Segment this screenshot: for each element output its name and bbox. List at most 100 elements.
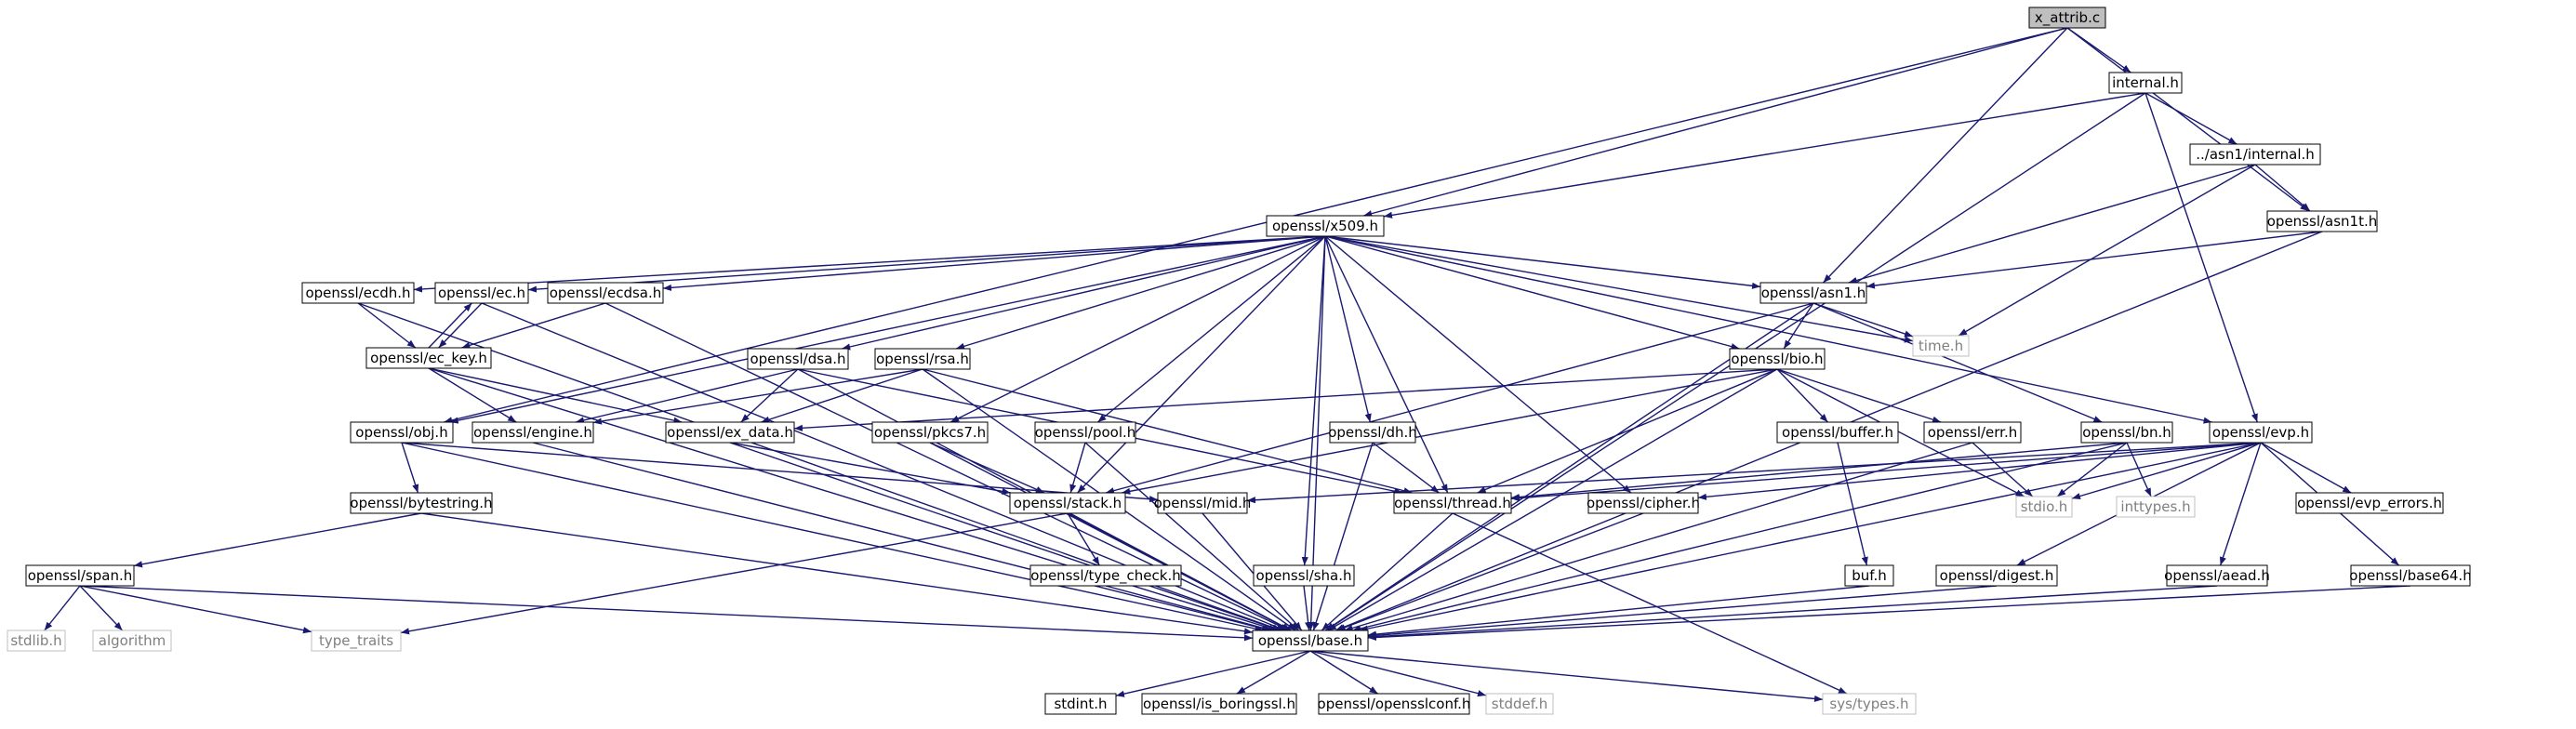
node-err-h[interactable]: openssl/err.h <box>1923 421 2022 444</box>
node-box <box>2108 72 2183 94</box>
edge-bio_h-to-buffer_h <box>1776 368 1828 423</box>
node-ec-key-h[interactable]: openssl/ec_key.h <box>365 347 492 369</box>
node-box <box>1266 215 1385 237</box>
node-box <box>1034 421 1136 444</box>
edge-err_h-to-stdio_h <box>1972 442 2034 497</box>
edge-dsa_h-to-engine_h <box>575 368 799 424</box>
node-x-attrib-c[interactable]: x_attrib.c <box>2028 7 2106 29</box>
node-x509-h[interactable]: openssl/x509.h <box>1266 215 1385 237</box>
edge-err_h-to-base_h <box>1344 442 1973 631</box>
node-label: openssl/thread.h <box>1394 495 1511 511</box>
node-box <box>1587 492 1699 514</box>
node-base-h[interactable]: openssl/base.h <box>1252 630 1369 652</box>
node-label: openssl/asn1t.h <box>2267 213 2378 230</box>
edge-evp_h-to-evp_errors_h <box>2260 442 2352 494</box>
node-asn1t-h[interactable]: openssl/asn1t.h <box>2266 210 2378 232</box>
node-cipher-h[interactable]: openssl/cipher.h <box>1587 492 1700 514</box>
node-label: stdio.h <box>2021 498 2068 515</box>
node-aead-h[interactable]: openssl/aead.h <box>2164 564 2270 587</box>
node-obj-h[interactable]: openssl/obj.h <box>350 421 454 444</box>
edge-asn1_internal_h-to-asn1_h <box>1848 164 2256 284</box>
node-label: type_traits <box>319 632 393 650</box>
node-box <box>2116 496 2196 518</box>
node-box <box>2350 564 2471 587</box>
node-label: stddef.h <box>1492 696 1547 712</box>
node-box <box>311 630 402 652</box>
node-ex-data-h[interactable]: openssl/ex_data.h <box>665 421 795 444</box>
node-label: openssl/asn1.h <box>1761 285 1866 301</box>
node-pkcs7-h[interactable]: openssl/pkcs7.h <box>871 421 989 444</box>
node-digest-h[interactable]: openssl/digest.h <box>1935 564 2058 587</box>
node-ec-h[interactable]: openssl/ec.h <box>434 282 529 304</box>
edge-ecdsa_h-to-ec_key_h <box>461 302 606 349</box>
node-label: openssl/evp_errors.h <box>2297 495 2442 512</box>
edge-x509_h-to-ec_h <box>527 235 1326 293</box>
node-label: openssl/mid.h <box>1154 495 1252 511</box>
node-buf-h[interactable]: buf.h <box>1844 564 1894 587</box>
node-bio-h[interactable]: openssl/bio.h <box>1729 348 1826 370</box>
edge-x509_h-to-evp_h <box>1324 235 2212 424</box>
edge-base_h-to-stdint_h <box>1115 650 1311 697</box>
edge-engine_h-to-base_h <box>532 442 1270 632</box>
node-label: inttypes.h <box>2120 498 2190 515</box>
node-label: openssl/ec.h <box>438 285 525 301</box>
node-rsa-h[interactable]: openssl/rsa.h <box>874 348 971 370</box>
edge-x509_h-to-pkcs7_h <box>949 235 1326 423</box>
node-buffer-h[interactable]: openssl/buffer.h <box>1776 421 1899 444</box>
node-label: openssl/cipher.h <box>1587 495 1700 511</box>
edge-bio_h-to-stdio_h <box>1776 368 2025 497</box>
node-ecdsa-h[interactable]: openssl/ecdsa.h <box>547 282 664 304</box>
node-inttypes-h: inttypes.h <box>2116 496 2196 518</box>
node-label: openssl/bytestring.h <box>350 495 492 511</box>
edge-evp_h-to-thread_h <box>1510 442 2262 502</box>
node-ecdh-h[interactable]: openssl/ecdh.h <box>301 282 415 304</box>
edge-base64_h-to-base_h <box>1367 585 2411 642</box>
node-box <box>1252 630 1369 652</box>
node-dsa-h[interactable]: openssl/dsa.h <box>747 348 849 370</box>
node-box <box>1759 282 1867 304</box>
node-evp-errors-h[interactable]: openssl/evp_errors.h <box>2295 492 2444 514</box>
node-sha-h[interactable]: openssl/sha.h <box>1253 564 1355 587</box>
node-box <box>1044 693 1117 715</box>
node-base64-h[interactable]: openssl/base64.h <box>2349 564 2472 587</box>
node-box <box>1253 564 1355 587</box>
node-engine-h[interactable]: openssl/engine.h <box>471 421 594 444</box>
node-box <box>2028 7 2106 29</box>
node-box <box>434 282 529 304</box>
edge-ec_key_h-to-ec_h <box>428 302 472 349</box>
edge-ec_key_h-to-base_h <box>428 367 1278 631</box>
node-span-h[interactable]: openssl/span.h <box>25 564 135 587</box>
node-thread-h[interactable]: openssl/thread.h <box>1393 492 1512 514</box>
node-label: openssl/sha.h <box>1255 567 1351 584</box>
edge-ex_data_h-to-stack_h <box>729 442 1011 495</box>
node-mid-h[interactable]: openssl/mid.h <box>1154 492 1252 514</box>
node-asn1-h[interactable]: openssl/asn1.h <box>1759 282 1867 304</box>
edge-x509_h-to-rsa_h <box>955 235 1326 350</box>
edge-bn_h-to-thread_h <box>1510 442 2128 501</box>
node-box <box>665 421 795 444</box>
edge-x_attrib_c-to-x509_h <box>1363 27 2068 218</box>
node-label: openssl/bn.h <box>2082 424 2171 441</box>
node-label: openssl/ecdsa.h <box>550 285 662 301</box>
node-pool-h[interactable]: openssl/pool.h <box>1034 421 1136 444</box>
edge-span_h-to-base_h <box>79 585 1254 642</box>
edge-obj_h-to-mid_h <box>401 442 1159 503</box>
node-label: openssl/buffer.h <box>1782 424 1893 441</box>
node-dh-h[interactable]: openssl/dh.h <box>1328 421 1417 444</box>
node-label: openssl/ec_key.h <box>370 350 487 367</box>
edge-digest_h-to-base_h <box>1367 585 1998 639</box>
edge-bio_h-to-stack_h <box>1122 368 1778 495</box>
node-bytestring-h[interactable]: openssl/bytestring.h <box>350 492 493 514</box>
node-evp-h[interactable]: openssl/evp.h <box>2209 421 2313 444</box>
node-internal-h[interactable]: internal.h <box>2108 72 2183 94</box>
node-stdint-h[interactable]: stdint.h <box>1044 693 1117 715</box>
node-bn-h[interactable]: openssl/bn.h <box>2080 421 2173 444</box>
node-is-boringssl-h[interactable]: openssl/is_boringssl.h <box>1141 693 1297 715</box>
node-box <box>1393 492 1512 514</box>
node-box <box>92 630 172 652</box>
node-opensslconf-h[interactable]: openssl/opensslconf.h <box>1318 693 1471 715</box>
node-type-check-h[interactable]: openssl/type_check.h <box>1029 564 1182 587</box>
node-asn1-internal-h[interactable]: ../asn1/internal.h <box>2189 143 2321 166</box>
node-stack-h[interactable]: openssl/stack.h <box>1009 492 1126 514</box>
